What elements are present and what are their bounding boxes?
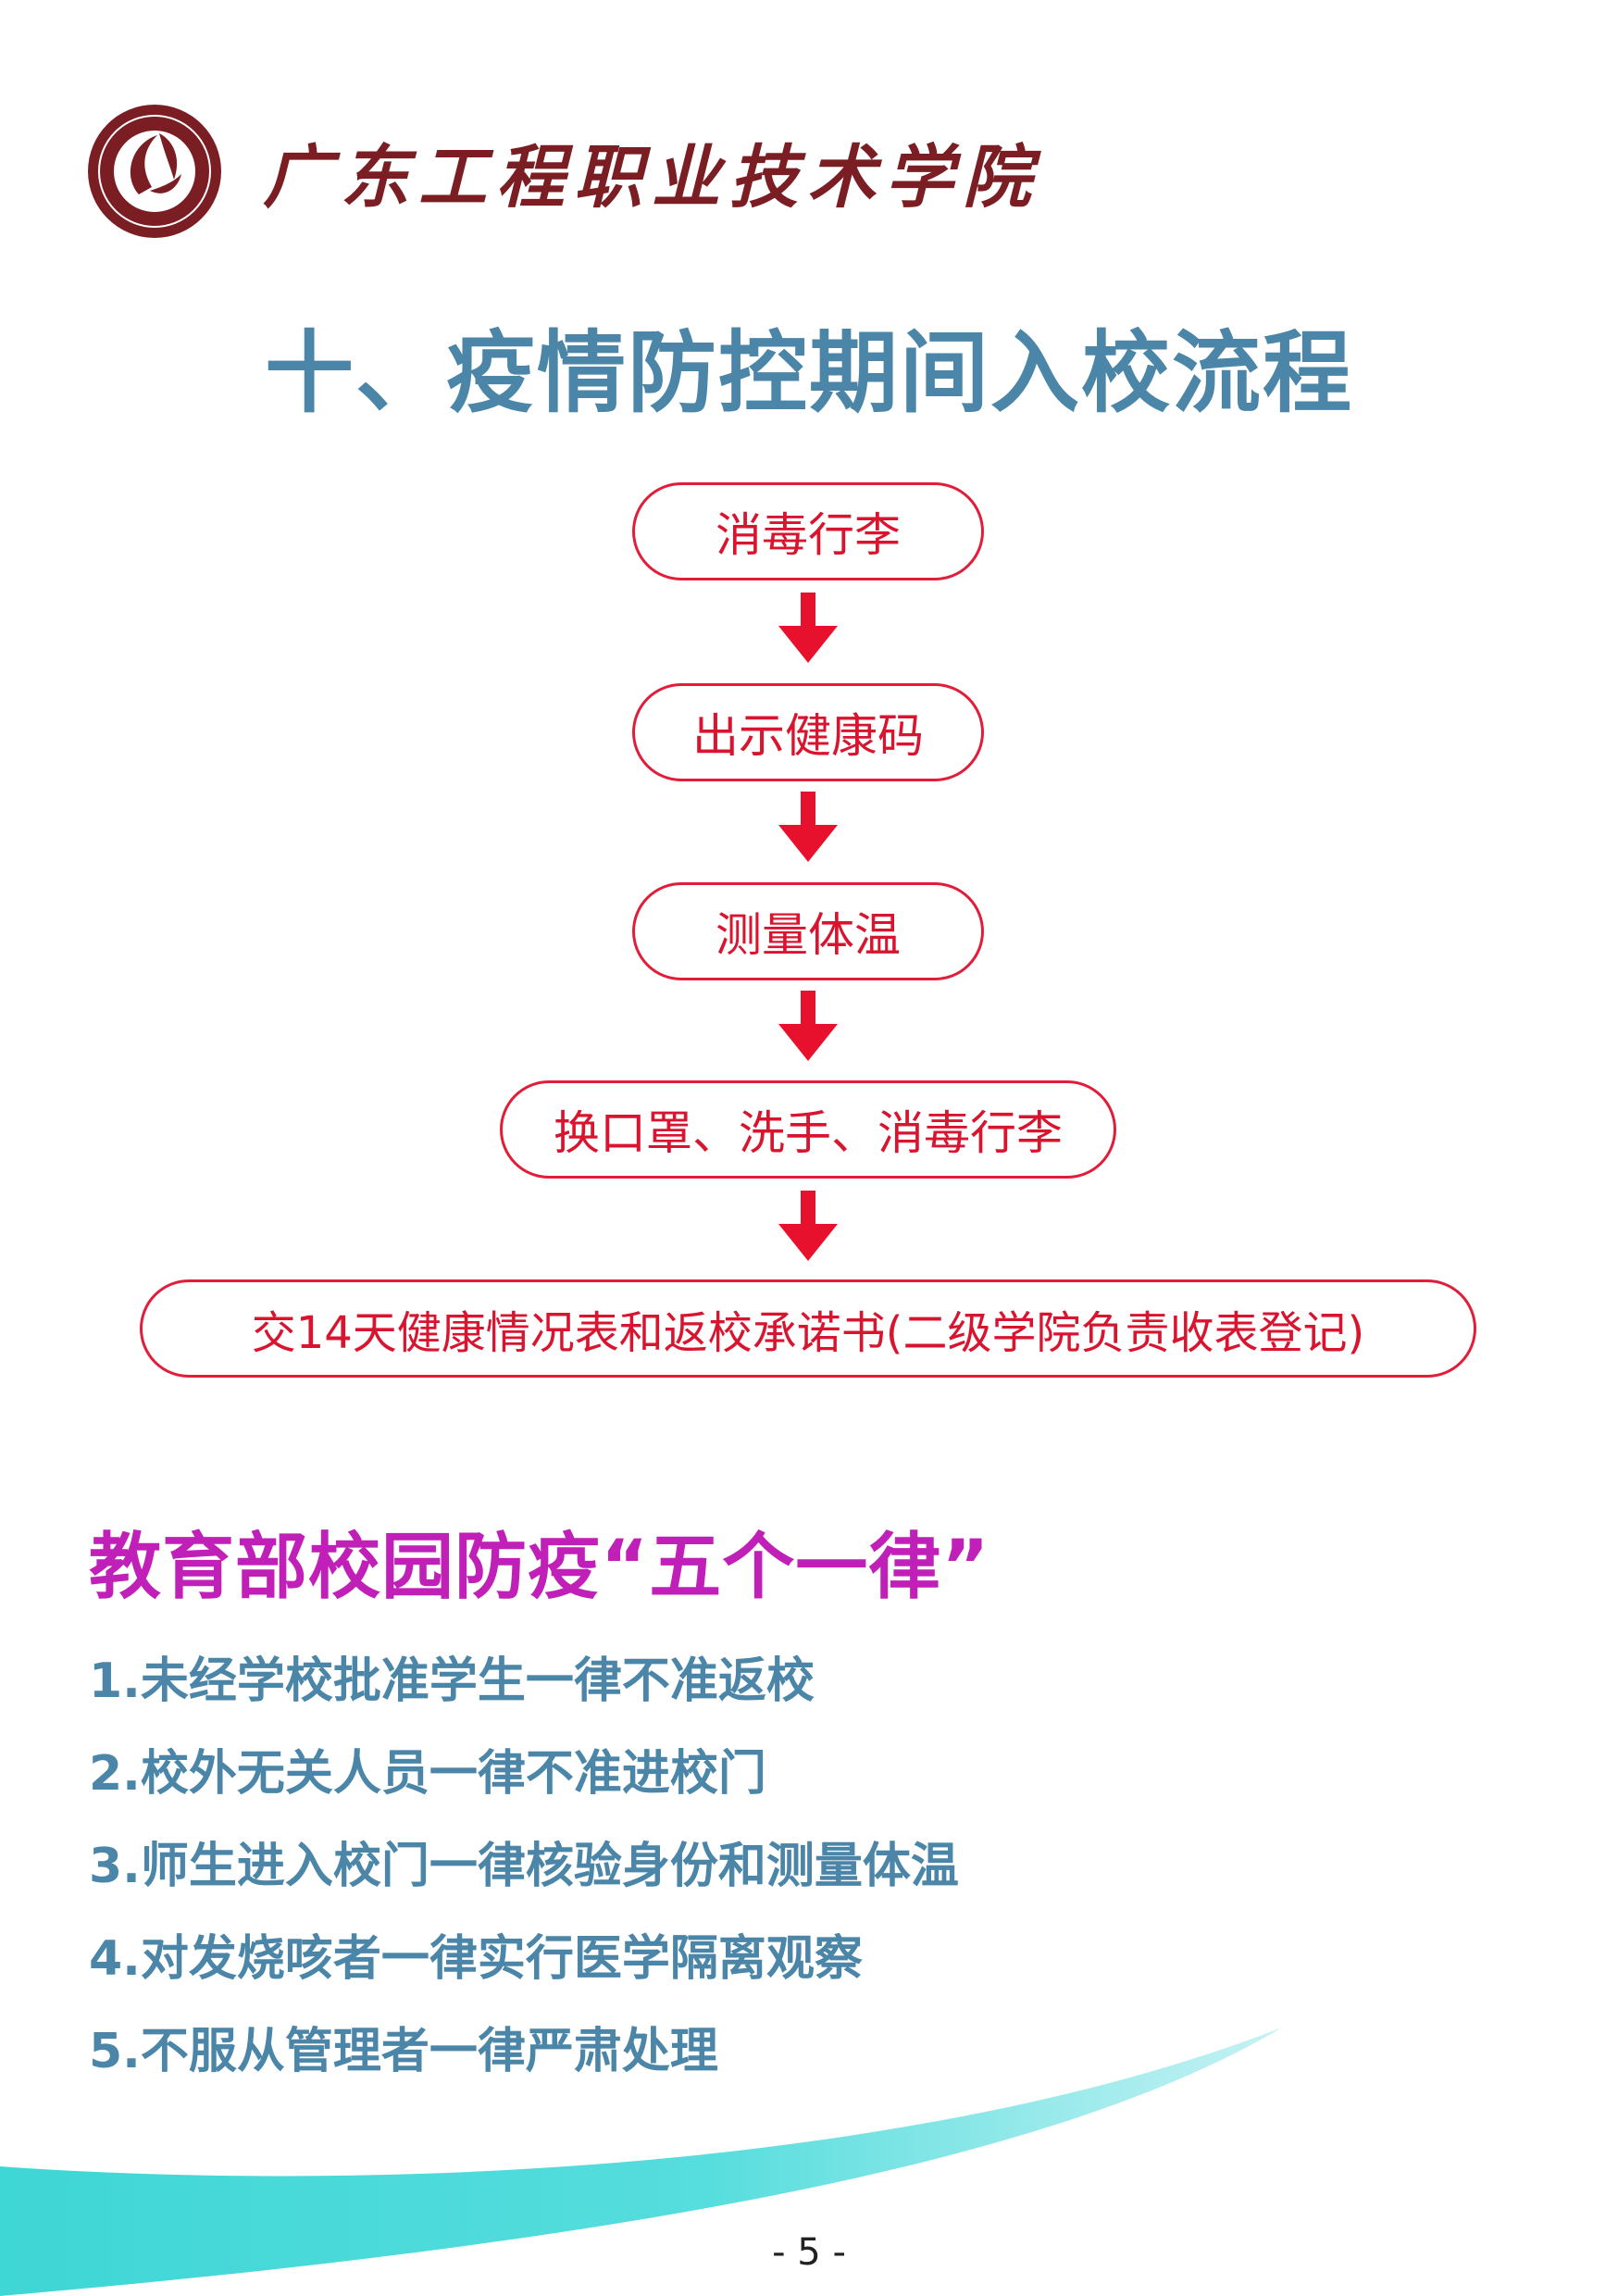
- flow-step-5: 交14天健康情况表和返校承诺书(二级学院负责收表登记): [140, 1279, 1476, 1378]
- flow-step-1: 消毒行李: [632, 482, 984, 580]
- flow-step-3: 测量体温: [632, 882, 984, 980]
- page-title: 十、疫情防控期间入校流程: [265, 321, 1353, 425]
- arrow-down-icon: [778, 593, 838, 663]
- page-number: - 5 -: [772, 2231, 846, 2274]
- rule-item: 5.不服从管理者一律严肃处理: [89, 2024, 718, 2079]
- rule-item: 4.对发烧咳者一律实行医学隔离观察: [89, 1931, 863, 1987]
- flow-step-4: 换口罩、洗手、消毒行李: [500, 1080, 1116, 1179]
- arrow-down-icon: [778, 792, 838, 862]
- decorative-wave: [0, 2028, 1282, 2296]
- arrow-down-icon: [778, 1191, 838, 1261]
- rules-title: 教育部校园防疫“五个一律”: [89, 1526, 990, 1609]
- college-seal-icon: 1958: [88, 105, 221, 238]
- seal-year: 1958: [143, 202, 166, 212]
- school-name: 广东工程职业技术学院: [263, 138, 1040, 218]
- rule-item: 3.师生进入校门一律核验身份和测量体温: [89, 1839, 959, 1894]
- rule-item: 1.未经学校批准学生一律不准返校: [89, 1653, 815, 1709]
- flow-step-2: 出示健康码: [632, 683, 984, 781]
- arrow-down-icon: [778, 991, 838, 1061]
- rule-item: 2.校外无关人员一律不准进校门: [89, 1746, 766, 1802]
